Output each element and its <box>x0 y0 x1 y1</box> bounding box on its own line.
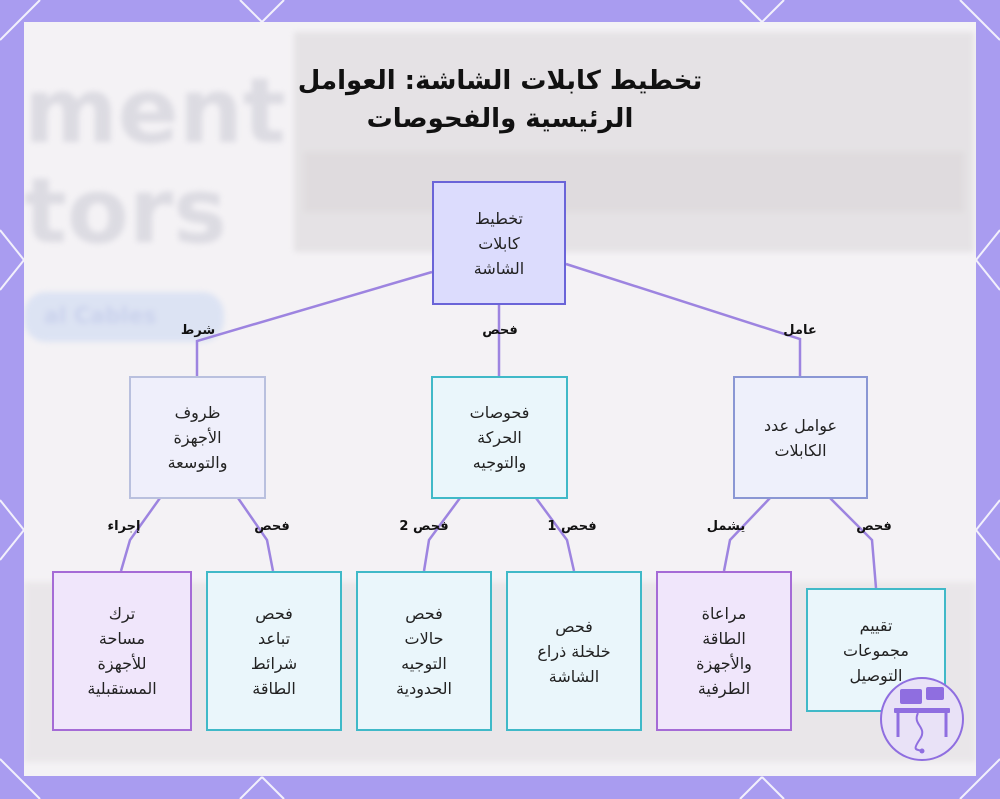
edge-label-action: إجراء <box>107 519 141 534</box>
leaf6-line1: تقييم <box>859 615 893 635</box>
desk-setup-logo-icon <box>880 677 964 761</box>
leaf4-line2: خلخلة ذراع <box>537 641 611 661</box>
edge-middle-leaf4 <box>534 497 576 572</box>
edge-label-check-1: فحص 1 <box>547 519 597 534</box>
edge-label-check: فحص <box>482 323 518 338</box>
edge-right-leaf6 <box>829 497 878 589</box>
edge-left-leaf1 <box>119 497 162 572</box>
leaf4-line1: فحص <box>555 616 593 636</box>
leaf3-line4: الحدودية <box>396 679 452 698</box>
leaf2-line3: شرائط <box>250 654 298 673</box>
node-motion-checks: فحوصات الحركة والتوجيه <box>431 376 568 499</box>
leaf5-line1: مراعاة <box>701 604 747 623</box>
node-right-line2: الكابلات <box>774 440 827 460</box>
edge-label-check-left: فحص <box>254 519 290 534</box>
node-right-line1: عوامل عدد <box>763 415 838 435</box>
leaf3-line2: حالات <box>404 629 444 648</box>
edge-left-leaf2 <box>236 497 275 572</box>
leaf2-line4: الطاقة <box>252 679 296 698</box>
leaf1-line2: مساحة <box>98 629 146 648</box>
node-left-line1: ظروف <box>174 403 221 422</box>
diagram-title: تخطيط كابلات الشاشة: العوامل الرئيسية وا… <box>200 62 800 138</box>
leaf5-line3: والأجهزة <box>696 654 752 673</box>
node-root-line1: تخطيط <box>475 208 523 228</box>
background-text-line1: ment <box>24 59 286 164</box>
leaf6-line2: مجموعات <box>843 640 909 660</box>
leaf2-line1: فحص <box>255 604 293 623</box>
leaf6-line3: التوصيل <box>849 665 903 685</box>
desk-setup-glyph <box>894 687 950 754</box>
title-line-1: تخطيط كابلات الشاشة: العوامل <box>297 66 703 96</box>
leaf3-line1: فحص <box>405 604 443 623</box>
node-cable-count-factors: عوامل عدد الكابلات <box>733 376 868 499</box>
node-middle-line1: فحوصات <box>469 403 530 422</box>
edge-root-left <box>195 270 433 376</box>
background-text-line3: al Cables <box>44 304 157 329</box>
node-root-line3: الشاشة <box>473 258 525 278</box>
leaf3-line3: التوجيه <box>401 654 447 673</box>
edge-label-factor: عامل <box>783 323 817 338</box>
edge-label-includes: يشمل <box>706 519 746 534</box>
leaf2-line2: تباعد <box>257 629 291 648</box>
node-root: تخطيط كابلات الشاشة <box>432 181 566 305</box>
node-arm-wobble: فحص خلخلة ذراع الشاشة <box>506 571 642 731</box>
edge-label-check-2: فحص 2 <box>399 519 449 534</box>
node-root-line2: كابلات <box>478 233 520 253</box>
node-middle-line2: الحركة <box>477 428 522 447</box>
leaf4-line3: الشاشة <box>548 666 600 686</box>
node-future-devices: ترك مساحة للأجهزة المستقبلية <box>52 571 192 731</box>
background-text-line2: tors <box>24 159 227 264</box>
node-power-peripherals: مراعاة الطاقة والأجهزة الطرفية <box>656 571 792 731</box>
node-device-conditions: ظروف الأجهزة والتوسعة <box>129 376 266 499</box>
edge-label-condition: شرط <box>180 323 216 338</box>
leaf1-line3: للأجهزة <box>97 654 147 673</box>
node-power-strip-spacing: فحص تباعد شرائط الطاقة <box>206 571 342 731</box>
node-left-line2: الأجهزة <box>173 428 222 447</box>
leaf5-line2: الطاقة <box>702 629 746 648</box>
edge-root-right <box>565 262 802 376</box>
leaf5-line4: الطرفية <box>697 679 751 698</box>
node-middle-line3: والتوجيه <box>472 453 527 472</box>
leaf1-line4: المستقبلية <box>87 679 157 698</box>
node-left-line3: والتوسعة <box>167 453 228 472</box>
node-edge-routing-cases: فحص حالات التوجيه الحدودية <box>356 571 492 731</box>
edge-label-check-right: فحص <box>856 519 892 534</box>
edge-middle-leaf3 <box>422 497 462 572</box>
title-line-2: الرئيسية والفحوصات <box>366 104 634 134</box>
edge-right-leaf5 <box>722 497 771 572</box>
leaf1-line1: ترك <box>108 604 136 623</box>
